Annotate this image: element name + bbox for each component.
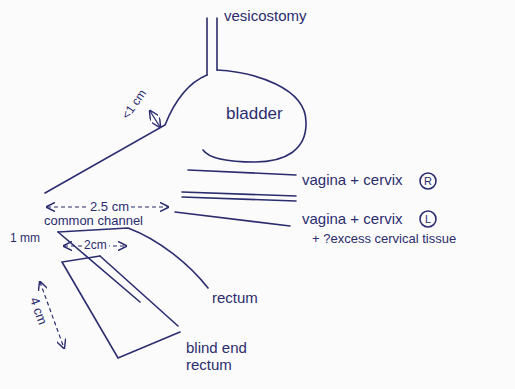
sketch-label: + ?excess cervical tissue bbox=[312, 232, 456, 246]
vesicostomy-tube bbox=[207, 18, 217, 75]
blind-end-rectum bbox=[62, 256, 180, 358]
sketch-label: 1 mm bbox=[10, 232, 40, 245]
sketch-label: L bbox=[425, 213, 431, 225]
vaginal-septum bbox=[182, 192, 296, 201]
sketch-label: rectum bbox=[212, 290, 258, 307]
dimension-arrow bbox=[150, 111, 160, 127]
sketch-label: vesicostomy bbox=[224, 8, 307, 25]
sketch-label: 2.5 cm bbox=[88, 200, 131, 214]
sketch-label: vagina + cervix bbox=[302, 172, 402, 189]
sketch-label: blind end rectum bbox=[186, 340, 276, 373]
sketch-label: vagina + cervix bbox=[302, 211, 402, 228]
rectum-wall bbox=[58, 232, 140, 302]
sketch-label: <1 cm bbox=[120, 87, 150, 122]
side-circle bbox=[420, 173, 436, 189]
blind-end-rectum bbox=[100, 256, 178, 326]
vagina-wall bbox=[188, 170, 296, 175]
bladder-wall bbox=[45, 75, 207, 193]
sketch-label: common channel bbox=[44, 214, 143, 228]
vagina-wall bbox=[175, 212, 290, 226]
sketch-label: R bbox=[424, 175, 432, 187]
bladder-wall bbox=[203, 70, 306, 162]
side-circle bbox=[420, 211, 436, 227]
sketch-label: 2cm bbox=[82, 239, 109, 252]
rectum-wall bbox=[58, 228, 208, 288]
organ-name: bladder bbox=[226, 104, 283, 124]
sketch-label: 4 cm bbox=[26, 294, 50, 329]
organ-region: bladder bbox=[222, 102, 287, 126]
